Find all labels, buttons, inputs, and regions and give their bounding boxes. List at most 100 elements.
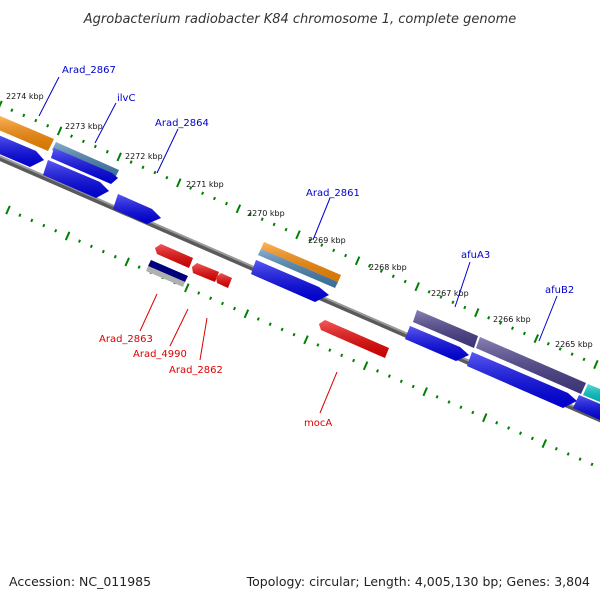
kbp-label: 2273 kbp [65,122,103,131]
minor-tick-mark [387,374,391,378]
minor-tick-mark [69,134,74,138]
minor-tick-mark [328,348,332,352]
minor-tick-mark [375,369,380,373]
minor-tick-mark [427,290,431,294]
minor-tick-mark [10,108,14,112]
major-tick-mark [243,309,250,319]
gene-label-forward[interactable]: Arad_2861 [306,188,360,199]
gene-label-reverse[interactable]: Arad_2863 [99,334,153,345]
minor-tick-mark [522,331,526,336]
minor-tick-mark [439,295,443,299]
minor-tick-mark [224,201,229,206]
minor-tick-mark [292,332,296,337]
minor-tick-mark [77,239,82,243]
minor-tick-mark [220,301,225,306]
kbp-label: 2270 kbp [247,209,285,218]
kbp-label: 2272 kbp [125,152,163,161]
gene-bar-purple-afuB2[interactable] [476,337,586,394]
major-tick-mark [64,231,71,241]
minor-tick-mark [209,296,213,301]
forward-cds-track [0,134,600,420]
minor-tick-mark [189,186,193,190]
cds-arrow-ilvC[interactable] [43,160,109,198]
major-tick-mark [354,256,361,266]
minor-tick-mark [129,160,133,164]
minor-tick-mark [30,218,34,223]
cds-arrow-ilvC-small[interactable] [51,148,118,184]
major-tick-mark [482,413,488,423]
gene-label-reverse[interactable]: mocA [304,418,332,429]
gene-label-reverse[interactable]: Arad_4990 [133,349,187,360]
gene-bar-orange-1[interactable] [0,116,54,151]
minor-tick-mark [582,357,586,362]
minor-tick-mark [54,228,58,233]
minor-tick-mark [153,170,157,175]
gene-label-forward[interactable]: afuB2 [545,285,574,296]
major-tick-mark [474,308,480,318]
cds-arrow-2864[interactable] [113,194,161,224]
gene-bar-navy-2863[interactable] [148,260,188,282]
cds-arrow-2861[interactable] [251,260,329,302]
gene-arrow-red-mocA[interactable] [319,320,389,358]
minor-tick-mark [566,452,570,456]
reverse-feature-track [146,244,389,358]
minor-tick-mark [570,352,574,356]
map-title: Agrobacterium radiobacter K84 chromosome… [83,12,516,27]
gene-arrow-red-2863[interactable] [155,244,193,268]
minor-tick-mark [165,175,169,180]
major-tick-mark [593,360,599,370]
gene-label-forward[interactable]: Arad_2867 [62,65,116,76]
minor-tick-mark [46,123,50,128]
gene-bar-cyan[interactable] [583,384,600,402]
gene-label-forward[interactable]: ilvC [117,93,135,104]
minor-tick-mark [507,426,511,430]
minor-tick-mark [451,300,455,305]
minor-tick-mark [340,353,344,358]
cds-arrow-afuB2[interactable] [467,352,577,408]
kbp-label: 2271 kbp [186,180,224,189]
minor-tick-mark [510,326,515,330]
gene-bar-purple-afuA3[interactable] [413,310,478,348]
minor-tick-mark [379,269,383,273]
minor-tick-mark [459,405,463,410]
minor-tick-mark [316,343,320,347]
minor-tick-mark [546,341,550,346]
major-tick-mark [116,152,122,162]
minor-tick-mark [141,165,145,170]
major-tick-mark [176,178,182,188]
kbp-label: 2266 kbp [493,315,531,324]
minor-tick-mark [280,327,284,332]
gene-arrow-red-4990[interactable] [192,263,219,282]
cds-arrow-afuA3[interactable] [405,326,469,361]
kbp-label: 2268 kbp [369,263,407,272]
gene-arrow-red-2862[interactable] [216,273,232,288]
minor-tick-mark [518,431,523,435]
minor-tick-mark [447,400,451,404]
major-tick-mark [184,283,190,293]
gene-bar-steel-2861[interactable] [258,249,338,288]
kbp-label: 2269 kbp [308,236,346,245]
minor-tick-mark [42,223,46,228]
major-tick-mark [414,282,420,292]
cds-arrow-1[interactable] [0,134,44,167]
minor-tick-mark [105,149,109,154]
major-tick-mark [541,439,548,449]
minor-tick-mark [332,248,336,253]
kbp-label: 2267 kbp [431,289,469,298]
minor-tick-mark [411,384,415,389]
minor-tick-mark [212,196,217,201]
minor-tick-mark [232,306,237,311]
minor-tick-mark [34,118,38,123]
reverse-gene-labels: Arad_2863 Arad_4990 Arad_2862 mocA [99,293,338,429]
gene-bar-orange-2861[interactable] [261,242,341,282]
minor-tick-mark [256,317,260,321]
gene-label-reverse[interactable]: Arad_2862 [169,365,223,376]
gene-bar-grey-2863[interactable] [146,266,185,287]
gene-label-forward[interactable]: Arad_2864 [155,118,209,129]
minor-tick-mark [320,243,324,247]
minor-tick-mark [272,222,276,227]
minor-tick-mark [93,144,97,149]
cds-arrow-edge[interactable] [573,395,600,420]
gene-label-forward[interactable]: afuA3 [461,250,490,261]
minor-tick-mark [530,436,534,441]
